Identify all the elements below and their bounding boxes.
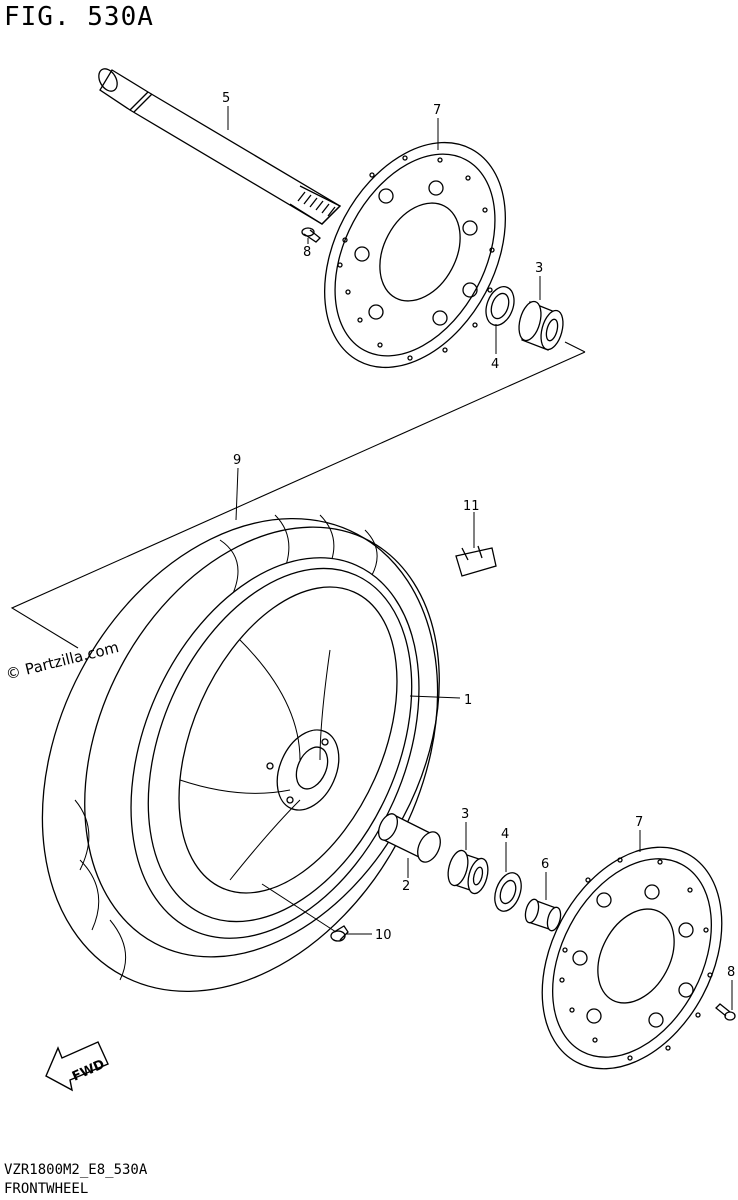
figure-caption: FRONTWHEEL [4, 1181, 89, 1197]
callout-10: 10 [375, 928, 392, 943]
callout-4-lower: 4 [501, 827, 509, 842]
callout-1: 1 [464, 693, 472, 708]
assembly-guide-lines [10, 341, 586, 649]
callout-labels: 5 7 8 3 4 9 11 1 3 4 6 7 2 8 10 [222, 91, 735, 980]
model-code: VZR1800M2_E8_530A [4, 1162, 148, 1178]
callout-3-lower: 3 [461, 807, 469, 822]
spacer-collar-part[interactable] [523, 898, 563, 932]
spacer-part[interactable] [375, 811, 445, 866]
axle-part[interactable] [95, 66, 342, 225]
callout-8-lower: 8 [727, 965, 735, 980]
oil-seal-lower[interactable] [490, 869, 526, 915]
callout-9: 9 [233, 453, 241, 468]
callout-3-upper: 3 [535, 261, 543, 276]
callout-2: 2 [402, 879, 410, 894]
bearing-upper[interactable] [515, 299, 567, 352]
callout-7-lower: 7 [635, 815, 643, 830]
brake-disc-lower[interactable] [506, 816, 738, 1099]
bearing-lower[interactable] [445, 848, 492, 895]
figure-title: FIG. 530A [4, 2, 154, 32]
leader-lines [227, 106, 733, 1010]
wheel-part[interactable] [75, 512, 475, 983]
callout-11: 11 [463, 499, 480, 514]
forward-direction-arrow: FWD [45, 1041, 109, 1092]
callout-7-upper: 7 [433, 103, 441, 118]
valve-part[interactable] [330, 925, 349, 942]
callout-6: 6 [541, 857, 549, 872]
callout-5: 5 [222, 91, 230, 106]
callout-4-upper: 4 [491, 357, 499, 372]
brake-disc-upper[interactable] [288, 111, 542, 398]
disc-bolt-lower[interactable] [715, 1003, 736, 1021]
balance-weight-part[interactable] [455, 545, 497, 577]
oil-seal-upper[interactable] [481, 283, 519, 329]
callout-8-upper: 8 [303, 245, 311, 260]
disc-bolt-upper[interactable] [301, 227, 321, 243]
